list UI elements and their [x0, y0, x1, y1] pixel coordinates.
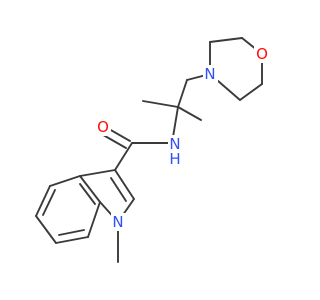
molecule-structure: O N H N O N	[35, 37, 270, 263]
bond-benzene-4	[87, 201, 101, 238]
atom-label-morpholine-nitrogen: N	[204, 65, 215, 83]
atom-label-amide-hydrogen: H	[169, 150, 180, 168]
bond-quaternary-ch2	[177, 79, 188, 108]
bond-benzene-5	[55, 236, 89, 244]
bond-morpholine-5	[239, 83, 263, 101]
atom-labels: O N H N O N	[95, 45, 270, 231]
bond-benzene-3	[79, 175, 101, 203]
bond-c3-c2-inner	[110, 177, 127, 202]
bond-benzene-6	[35, 215, 57, 244]
atom-label-morpholine-oxygen: O	[256, 45, 268, 63]
bond-benzene-5-inner	[58, 229, 85, 236]
atom-label-amide-nitrogen: N	[169, 135, 180, 153]
bond-benzene-3-inner	[79, 183, 96, 205]
bond-c3a-c3	[79, 169, 116, 177]
bond-c3-c2	[114, 169, 135, 200]
bond-morpholine-2	[209, 37, 243, 43]
bonds	[35, 37, 263, 263]
atom-label-indole-nitrogen: N	[112, 213, 123, 231]
bond-quaternary-methyl-right	[177, 106, 202, 121]
atom-label-amide-oxygen: O	[97, 118, 109, 136]
bond-quaternary-methyl-left	[142, 100, 179, 108]
bond-benzene-1	[35, 185, 51, 217]
bond-benzene-1-inner	[42, 189, 56, 216]
bond-benzene-2	[49, 175, 81, 187]
bond-c3-carbonyl	[114, 142, 133, 171]
